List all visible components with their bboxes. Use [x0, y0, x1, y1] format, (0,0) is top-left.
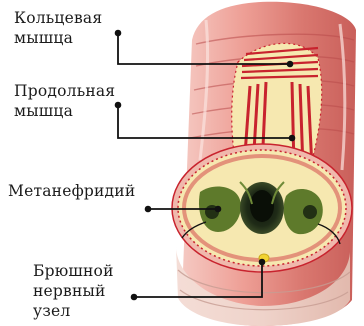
label-nerve-node-line-2: нервный	[33, 281, 114, 301]
label-ring-muscle: Кольцевая мышца	[14, 8, 102, 48]
label-longitudinal-muscle: Продольная мышца	[14, 81, 115, 121]
label-ring-muscle-line-1: Кольцевая	[14, 8, 102, 28]
label-ring-muscle-line-2: мышца	[14, 28, 102, 48]
label-metanephridium: Метанефридий	[8, 181, 135, 201]
label-metanephridium-line-1: Метанефридий	[8, 181, 135, 201]
label-nerve-node: Брюшной нервный узел	[33, 261, 114, 321]
label-nerve-node-line-1: Брюшной	[33, 261, 114, 281]
label-nerve-node-line-3: узел	[33, 301, 114, 321]
label-long-muscle-line-1: Продольная	[14, 81, 115, 101]
label-long-muscle-line-2: мышца	[14, 101, 115, 121]
